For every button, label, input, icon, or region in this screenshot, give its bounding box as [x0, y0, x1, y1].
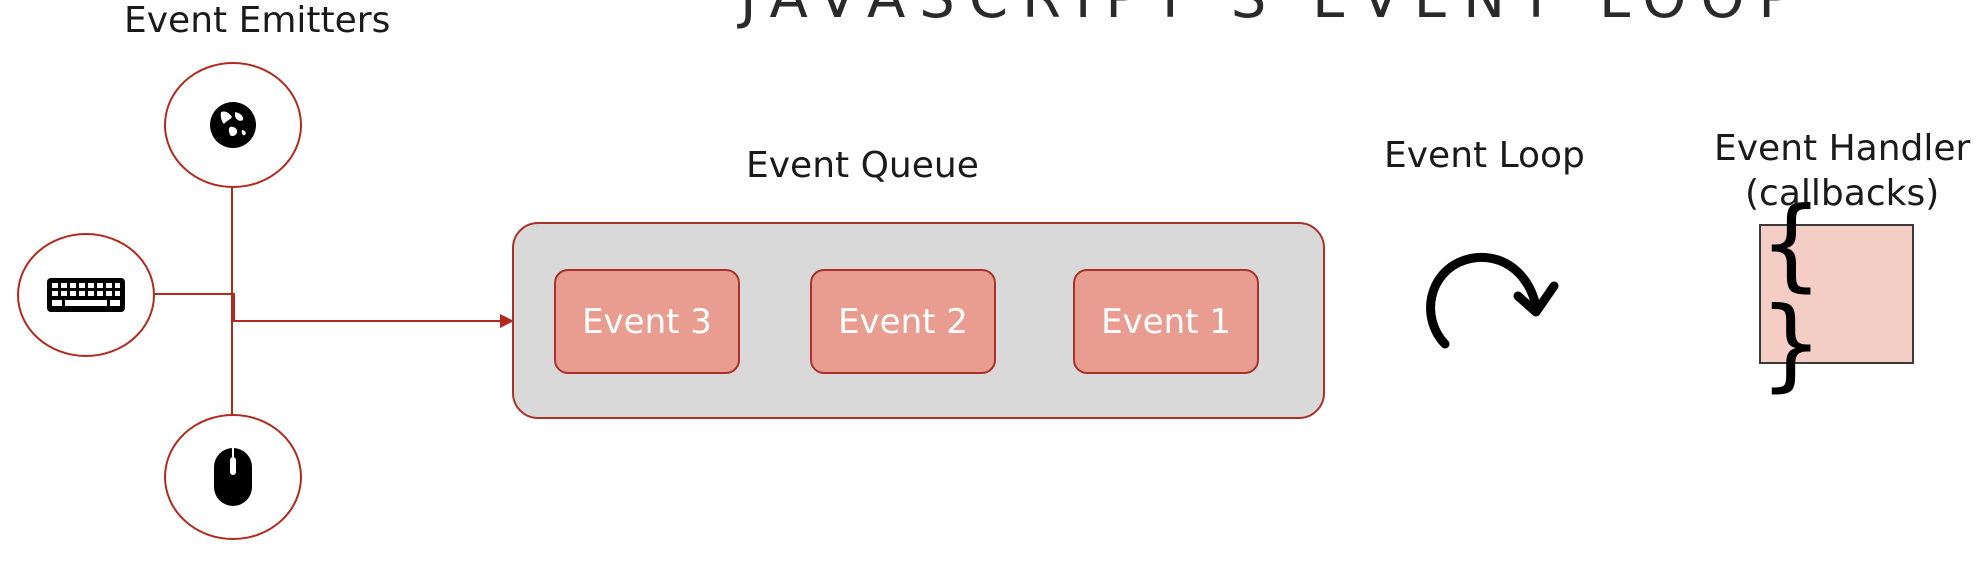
queue-event-2: Event 2: [810, 269, 996, 374]
keyboard-icon: [47, 278, 125, 312]
queue-arrowhead: [500, 314, 514, 328]
globe-emitter: [164, 62, 302, 188]
braces-icon: { }: [1761, 185, 1822, 402]
handler-heading-line2: (callbacks): [1745, 173, 1940, 214]
emitters-heading: Event Emitters: [124, 0, 391, 41]
loop-heading: Event Loop: [1384, 135, 1585, 176]
queue-event-1: Event 1: [1073, 269, 1259, 374]
circular-arrow-icon: [1426, 252, 1559, 349]
event-handler-box: { }: [1759, 194, 1914, 394]
queue-connector: [155, 293, 502, 322]
keyboard-emitter: [17, 233, 155, 357]
diagram-title: JAVASCRIPT'S EVENT LOOP: [740, 0, 1806, 31]
handler-heading-line1: Event Handler: [1714, 128, 1971, 169]
mouse-emitter: [164, 414, 302, 540]
queue-heading: Event Queue: [746, 145, 979, 186]
mouse-icon: [214, 448, 252, 506]
globe-icon: [210, 102, 256, 148]
queue-event-3: Event 3: [554, 269, 740, 374]
